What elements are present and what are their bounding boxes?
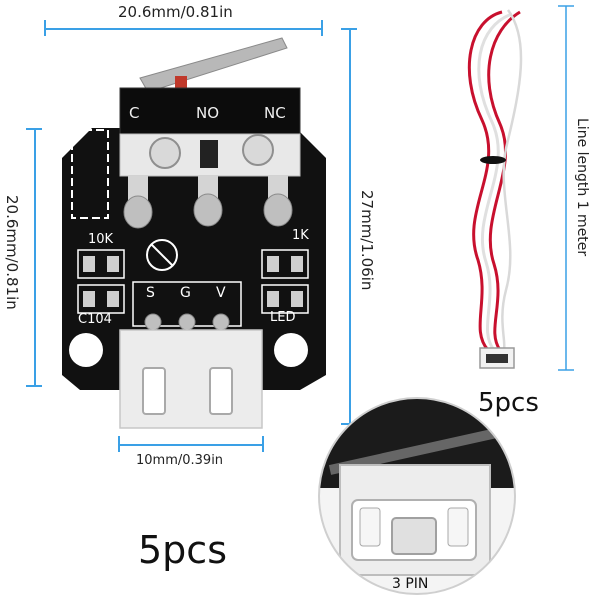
connector-width-label: 10mm/0.39in: [136, 453, 224, 468]
silkscreen-digit-block: [71, 129, 109, 219]
label-pin-s: S: [146, 285, 155, 301]
switch-screw-nc: [242, 134, 274, 166]
left-height-dimension-tick-top: [26, 128, 42, 130]
overall-height-dimension-line: [349, 28, 351, 424]
label-led: LED: [270, 310, 296, 325]
label-pin-g: G: [180, 285, 191, 301]
line-length-label: Line length 1 meter: [574, 118, 590, 257]
solder-joint-2: [193, 193, 223, 227]
top-width-dimension-tick-right: [321, 20, 323, 36]
solder-joint-3: [263, 193, 293, 227]
resistor-10k-pads: [77, 249, 125, 279]
switch-label-c: C: [129, 104, 140, 122]
switch-plunger: [175, 76, 187, 90]
label-10k: 10K: [88, 232, 114, 247]
top-width-label: 20.6mm/0.81in: [118, 3, 233, 21]
switch-label-no: NO: [196, 104, 220, 122]
resistor-1k-pads: [261, 249, 309, 279]
overall-height-dimension-tick-top: [341, 28, 357, 30]
led-pads: [261, 284, 309, 314]
label-pin-v: V: [216, 285, 226, 301]
top-width-dimension-line: [44, 28, 322, 30]
mounting-hole-left: [69, 333, 103, 367]
switch-housing: [119, 87, 301, 137]
overall-height-label: 27mm/1.06in: [358, 190, 376, 291]
solder-joint-1: [123, 195, 153, 229]
label-1k: 1K: [292, 228, 309, 243]
left-height-dimension-line: [34, 128, 36, 386]
jst-connector-slot-right: [209, 367, 233, 415]
jst-connector: [119, 329, 263, 429]
top-width-dimension-tick-left: [44, 20, 46, 36]
board-quantity: 5pcs: [138, 528, 227, 572]
pcb-logo: [146, 239, 178, 271]
overall-height-dimension-tick-bottom: [341, 423, 357, 425]
switch-label-nc: NC: [264, 104, 286, 122]
capacitor-c104-pads: [77, 284, 125, 314]
connector-zoom-label: 3 PIN: [392, 576, 429, 592]
switch-screw-c: [149, 137, 181, 169]
switch-slot: [200, 140, 218, 168]
label-c104: C104: [78, 312, 112, 327]
jst-connector-slot-left: [142, 367, 166, 415]
left-height-label: 20.6mm/0.81in: [3, 195, 21, 310]
pin-g: [178, 313, 196, 331]
connector-width-dimension-line: [118, 444, 263, 446]
zoom-connector-slot: [391, 517, 437, 555]
connector-width-dimension-tick-left: [118, 436, 120, 452]
switch-lever: [139, 37, 288, 93]
mounting-hole-right: [274, 333, 308, 367]
cable-quantity: 5pcs: [478, 388, 539, 418]
pin-s: [144, 313, 162, 331]
connector-zoom-circle: [318, 397, 516, 595]
cable-tie: [480, 156, 506, 164]
left-height-dimension-tick-bottom: [26, 385, 42, 387]
cable-illustration: [467, 9, 523, 369]
pin-v: [212, 313, 230, 331]
connector-width-dimension-tick-right: [262, 436, 264, 452]
